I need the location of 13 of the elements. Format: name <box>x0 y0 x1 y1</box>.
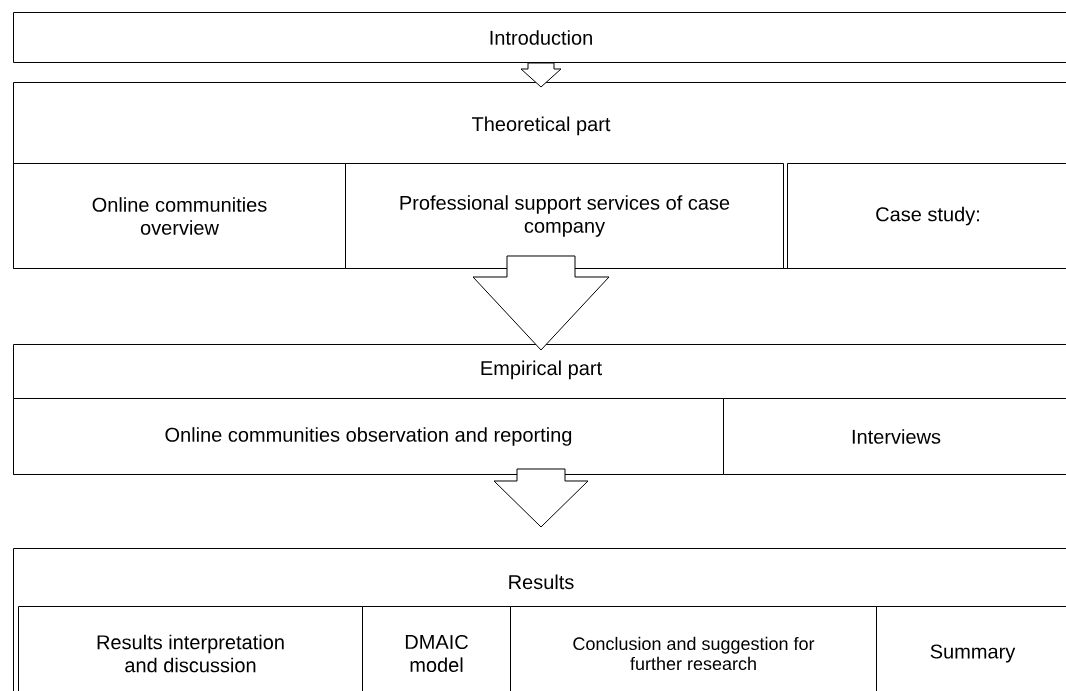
block-arrow <box>493 468 589 528</box>
section-box: Introduction <box>13 12 1066 63</box>
topic-box: Professional support services of case company <box>345 163 784 269</box>
node-label: Interviews <box>852 429 941 444</box>
block-arrow <box>472 255 610 351</box>
topic-box: Summary <box>876 606 1066 691</box>
topic-box: Interviews <box>723 398 1066 475</box>
block-arrow <box>520 62 562 88</box>
topic-box: Conclusion and suggestion for further research <box>510 606 877 691</box>
topic-box: DMAIC model <box>362 606 511 691</box>
topic-box: Online communities overview <box>13 163 346 269</box>
topic-box: Results interpretation and discussion <box>18 606 363 691</box>
topic-box: Case study: <box>787 163 1066 269</box>
